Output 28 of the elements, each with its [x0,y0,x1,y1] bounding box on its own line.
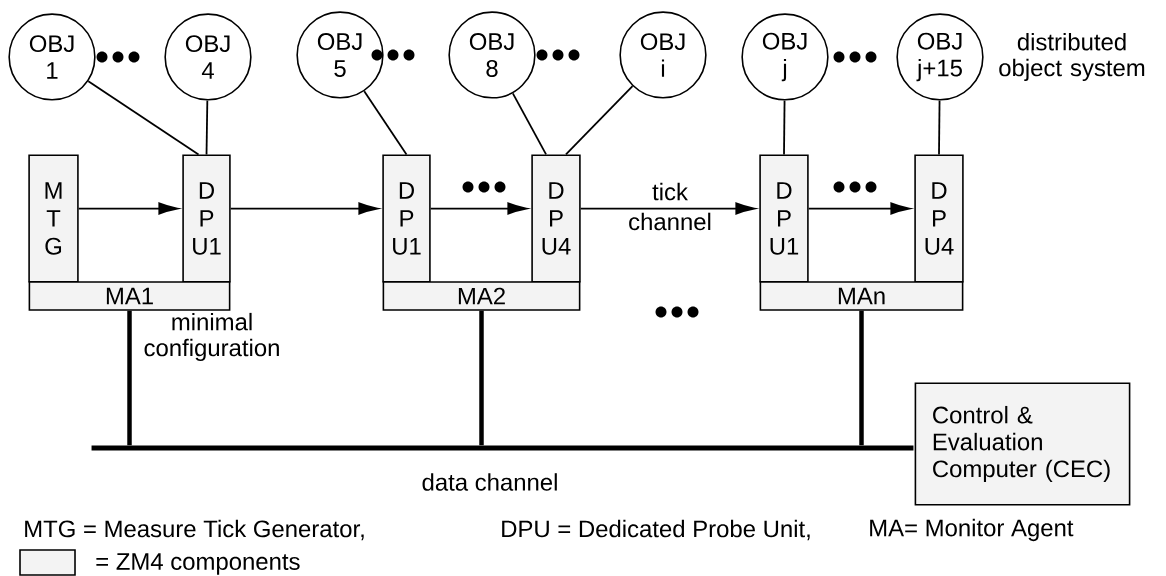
bus-drop-line [859,310,864,446]
connecting-line [783,99,786,156]
computer-box: Control & Evaluation Computer (CEC) [914,382,1131,506]
legend-text: MTG = Measure Tick Generator, [25,519,364,541]
probe-unit-box: D P U1 [759,154,809,283]
probe-unit-box: D P U4 [914,154,964,283]
bus-drop-line [127,310,132,446]
connecting-line [565,85,634,156]
legend-text: DPU = Dedicated Probe Unit, [502,519,810,541]
probe-unit-box: D P U4 [531,154,581,283]
monitor-agent-box: MA2 [382,281,581,311]
connecting-line [363,90,408,156]
monitor-agent-box: MAn [759,281,964,311]
connecting-line [205,99,209,156]
monitor-agent-box: MA1 [28,281,231,311]
legend-text: = ZM4 components [96,553,300,575]
probe-unit-box: D P U1 [382,154,431,283]
connecting-line [87,80,200,156]
connecting-line [511,92,547,156]
annotation-text: minimal configuration [144,312,279,362]
bus-label: data channel [422,473,557,491]
connecting-line [938,99,941,156]
data-channel-bus [91,445,914,451]
probe-unit-box: D P U1 [182,154,231,283]
edge-label: tick channel [629,182,711,231]
tick-generator-box: M T G [28,154,79,283]
legend-text: MA= Monitor Agent [870,518,1074,542]
bus-drop-line [479,310,484,446]
